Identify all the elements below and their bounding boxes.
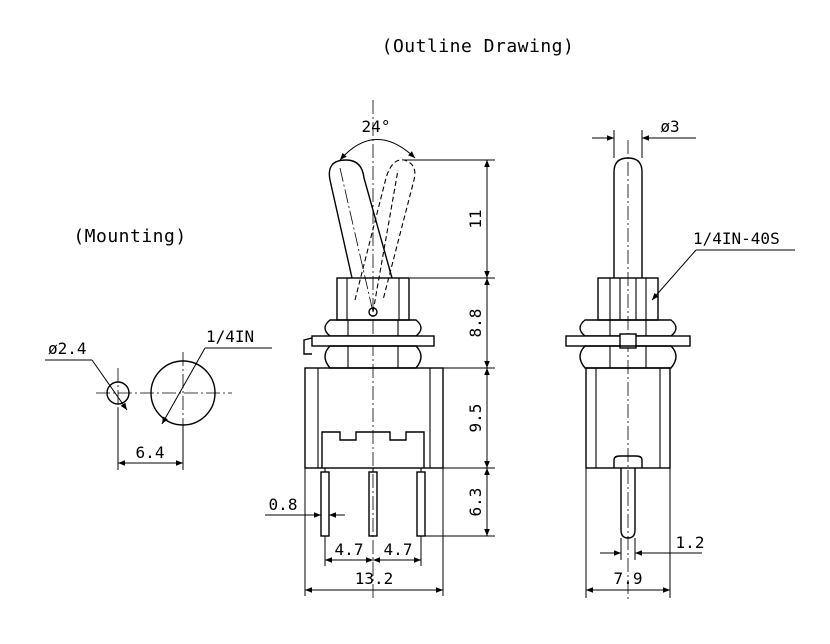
terminal-length-label: 6.3 (466, 488, 485, 517)
hole-spacing-label: 6.4 (136, 443, 165, 462)
small-hole-dia-label: ø2.4 (48, 339, 87, 358)
side-terminal (620, 468, 636, 539)
large-hole-dia-label: 1/4IN (206, 327, 254, 346)
toggle-lever (328, 159, 393, 279)
side-body (585, 367, 671, 469)
side-hex-nut-bottom (579, 345, 677, 369)
terminal-width-label: 0.8 (269, 495, 298, 514)
body-depth-label: 7.9 (614, 569, 643, 588)
side-view: ø3 1/4IN-40S 1.2 7.9 (565, 117, 795, 600)
mounting-title: (Mounting) (73, 226, 186, 247)
front-view: 24° (265, 100, 495, 600)
terminal-left (320, 471, 330, 537)
locking-washer (311, 335, 435, 347)
lever-dia-label: ø3 (660, 117, 679, 136)
thread-spec-label: 1/4IN-40S (693, 229, 780, 248)
body-height-label: 9.5 (466, 404, 485, 433)
lever-height-label: 11 (466, 209, 485, 228)
lever-angle-label: 24° (362, 117, 391, 136)
switch-body (304, 367, 444, 469)
bushing-height-label: 8.8 (466, 309, 485, 338)
body-width-label: 13.2 (355, 569, 394, 588)
terminal-right (416, 471, 426, 537)
small-mounting-hole (106, 381, 130, 405)
side-toggle-lever (613, 157, 643, 278)
mounting-pattern: ø2.4 1/4IN 6.4 (45, 327, 272, 470)
terminal-thickness-label: 1.2 (676, 533, 705, 552)
outline-drawing-title: (Outline Drawing) (382, 36, 575, 57)
pitch-right-label: 4.7 (384, 540, 413, 559)
pitch-left-label: 4.7 (335, 540, 364, 559)
